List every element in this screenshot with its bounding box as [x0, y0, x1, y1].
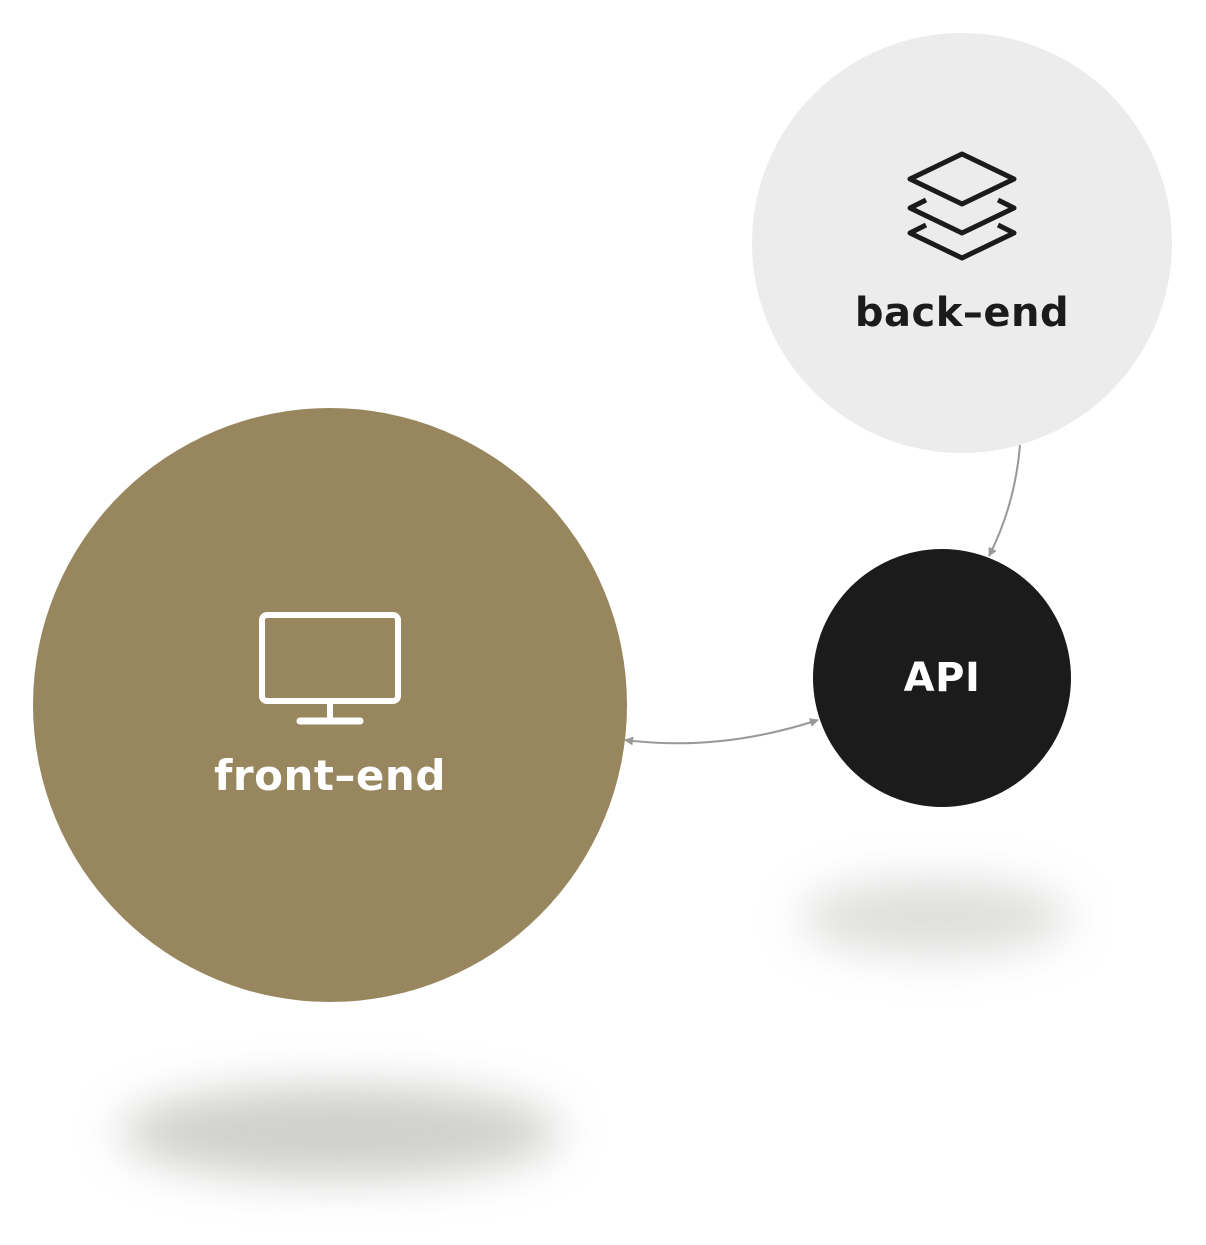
- api-shadow: [800, 880, 1070, 955]
- front-end-label: front–end: [214, 750, 446, 800]
- api-label: API: [903, 655, 981, 701]
- connector-back-end-to-api: [988, 444, 1021, 557]
- back-end-node: back–end: [752, 33, 1172, 453]
- layers-icon: [904, 150, 1020, 266]
- monitor-icon: [258, 611, 402, 733]
- connector-front-end-api: [624, 718, 819, 746]
- back-end-label: back–end: [854, 290, 1070, 336]
- front-end-shadow: [120, 1085, 560, 1180]
- api-node: API: [813, 549, 1071, 807]
- front-end-node: front–end: [33, 408, 627, 1002]
